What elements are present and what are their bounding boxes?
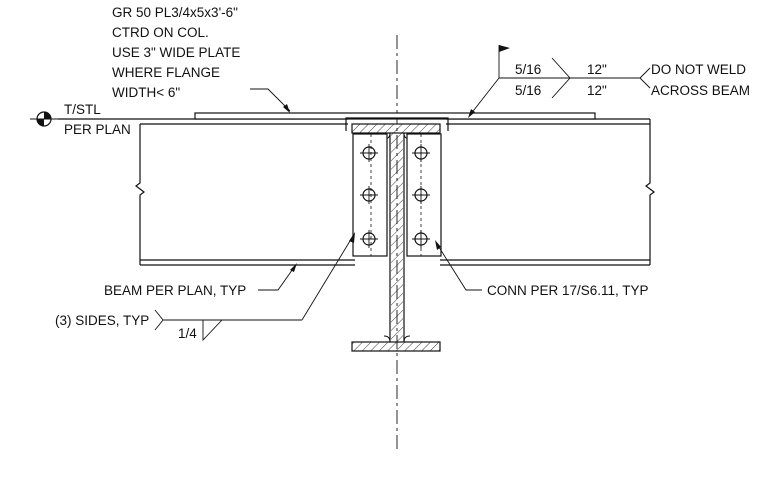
tstl-label: T/STL	[64, 102, 101, 117]
weld-size-top: 5/16	[515, 62, 541, 77]
plate-callout-line: WHERE FLANGE	[112, 65, 220, 80]
conn-label: CONN PER 17/S6.11, TYP	[487, 283, 649, 298]
conn-label-leader	[435, 240, 482, 291]
beam-label-leader	[258, 263, 297, 291]
sides-weld-symbol	[154, 232, 355, 342]
left-beam	[58, 118, 355, 266]
weld-length-top: 12"	[587, 62, 607, 77]
bolt-icon	[360, 230, 378, 248]
plate-callout-line: WIDTH< 6"	[112, 85, 180, 100]
bolt-icon	[412, 186, 430, 204]
weld-note: ACROSS BEAM	[651, 83, 750, 98]
weld-size-bottom: 5/16	[515, 83, 541, 98]
bolt-icon	[412, 144, 430, 162]
top-plate	[194, 112, 596, 120]
plate-callout-line: CTRD ON COL.	[112, 25, 209, 40]
sides-label: (3) SIDES, TYP	[55, 313, 149, 328]
beam-label: BEAM PER PLAN, TYP	[104, 283, 246, 298]
field-weld-flag-icon	[499, 45, 510, 52]
bolt-icon	[360, 144, 378, 162]
right-beam	[440, 118, 655, 266]
plate-callout-line: USE 3" WIDE PLATE	[112, 45, 240, 60]
plate-callout-text: GR 50 PL3/4x5x3'-6" CTRD ON COL. USE 3" …	[112, 5, 240, 100]
bolt-icon	[360, 186, 378, 204]
tstl-label: PER PLAN	[64, 122, 131, 137]
flange-weld-bracket	[345, 117, 449, 131]
column-section	[351, 123, 441, 352]
sides-weld-size: 1/4	[178, 326, 197, 341]
plate-callout-leader	[250, 88, 291, 113]
plate-callout-line: GR 50 PL3/4x5x3'-6"	[112, 5, 238, 20]
bolts	[360, 144, 430, 248]
weld-length-bottom: 12"	[587, 83, 607, 98]
weld-note: DO NOT WELD	[651, 62, 746, 77]
datum-symbol	[30, 111, 58, 127]
bolt-icon	[412, 230, 430, 248]
top-weld-symbol	[468, 45, 651, 118]
